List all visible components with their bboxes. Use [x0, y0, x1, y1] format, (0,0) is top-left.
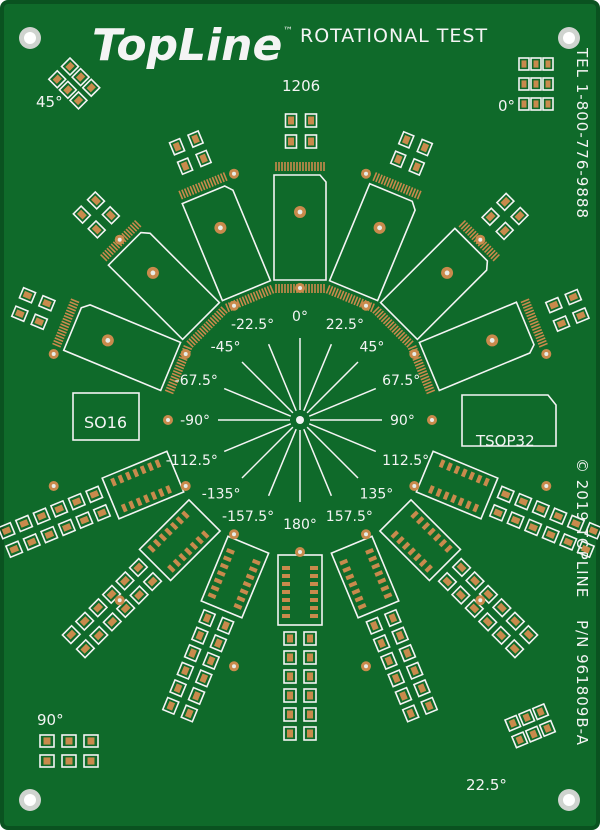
trademark: ™	[283, 26, 293, 37]
board-title: ROTATIONAL TEST	[300, 25, 488, 47]
copyright-text: © 2019 TOPLINE	[573, 458, 591, 598]
dial-spoke	[241, 361, 294, 414]
dial-spoke	[306, 361, 359, 414]
angle-label: -157.5°	[222, 509, 274, 525]
rotated-footprint	[0, 450, 185, 559]
angle-label: 180°	[283, 517, 317, 533]
logo-text: TopLine	[92, 20, 282, 71]
corner-pad-group	[503, 702, 557, 749]
rotation-dial: 0° 22.5° 45° 67.5° 90° 112.5° 135° 157.5° 180° -1…	[166, 309, 429, 533]
rotated-footprint	[168, 129, 275, 313]
corner-pad-group	[518, 57, 554, 111]
angle-label: -112.5°	[166, 453, 218, 469]
mounting-holes	[19, 27, 580, 811]
corner-pad-groups	[39, 56, 557, 768]
angle-label: -90°	[180, 413, 210, 429]
dial-spoke	[308, 387, 377, 417]
part-number: P/N 961809B-A	[573, 620, 591, 746]
rotated-footprint	[415, 450, 600, 559]
via-holes	[48, 168, 552, 672]
rotated-footprint	[407, 288, 591, 395]
corner-label-top-right: 0°	[498, 97, 515, 115]
rotated-footprint	[161, 535, 270, 723]
angle-label: 90°	[390, 413, 415, 429]
dial-spoke	[303, 343, 333, 412]
angle-label: -22.5°	[231, 317, 274, 333]
rotated-footprint	[378, 498, 539, 659]
footprint-rings	[0, 113, 600, 741]
tsop32-footprint: TSOP32	[461, 394, 557, 450]
so16-footprint: SO16	[72, 392, 140, 441]
rotated-footprint	[61, 498, 222, 659]
angle-label: 22.5°	[326, 317, 364, 333]
corner-pad-group	[47, 56, 101, 111]
angle-label: 157.5°	[326, 509, 373, 525]
dial-spoke	[306, 426, 359, 479]
dial-spoke	[241, 426, 294, 479]
angle-label: -135°	[202, 487, 241, 503]
phone-number: TEL 1-800-776-9888	[573, 47, 591, 219]
angle-label: 135°	[360, 487, 394, 503]
dial-spoke	[223, 423, 292, 453]
rotated-footprint	[72, 190, 228, 348]
rotated-footprint	[325, 130, 434, 313]
angle-label: -67.5°	[175, 373, 218, 389]
rotated-footprint	[10, 286, 193, 395]
dial-spoke	[308, 423, 377, 453]
corner-label-top-left: 45°	[36, 93, 63, 111]
rotated-footprint	[372, 192, 530, 348]
dial-spoke	[303, 428, 333, 497]
label-so16: SO16	[84, 413, 127, 432]
dial-spoke	[267, 428, 297, 497]
corner-label-bottom-left: 90°	[37, 711, 64, 729]
corner-label-bottom-right: 22.5°	[466, 776, 507, 794]
angle-label: 67.5°	[382, 373, 420, 389]
angle-label: 112.5°	[382, 453, 429, 469]
angle-label: 45°	[360, 340, 385, 356]
angle-label: -45°	[211, 340, 241, 356]
dial-spoke	[223, 387, 292, 417]
corner-pad-group	[39, 734, 99, 768]
label-tsop32: TSOP32	[475, 432, 535, 450]
dial-spoke	[267, 343, 297, 412]
rotated-footprint	[330, 535, 439, 723]
angle-label: 0°	[292, 309, 308, 325]
dial-center	[296, 416, 304, 424]
label-1206: 1206	[282, 77, 320, 95]
